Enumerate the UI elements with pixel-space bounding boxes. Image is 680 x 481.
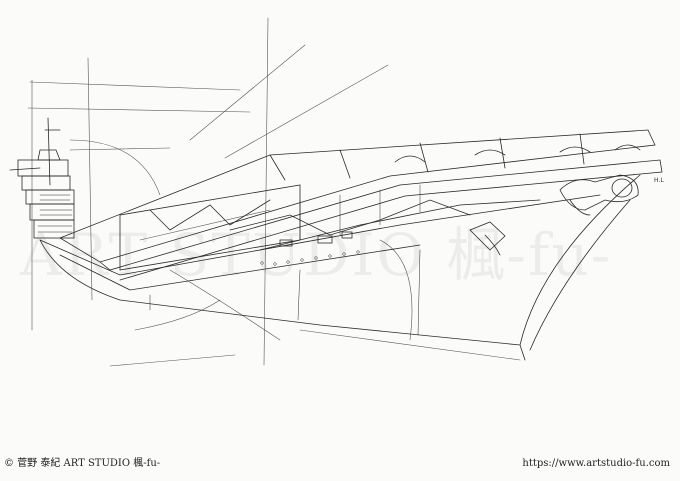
- website-link[interactable]: https://www.artstudio-fu.com: [522, 458, 670, 469]
- hl-annotation: H.L: [654, 177, 664, 184]
- copyright-text: © 菅野 泰紀 ART STUDIO 楓-fu-: [4, 458, 161, 469]
- hangar-gallery: [119, 184, 541, 271]
- bow-structure: [559, 174, 639, 216]
- island-superstructure: [9, 117, 75, 239]
- flight-deck: [59, 129, 663, 281]
- construction-lines: [27, 17, 521, 367]
- hull: [39, 174, 641, 361]
